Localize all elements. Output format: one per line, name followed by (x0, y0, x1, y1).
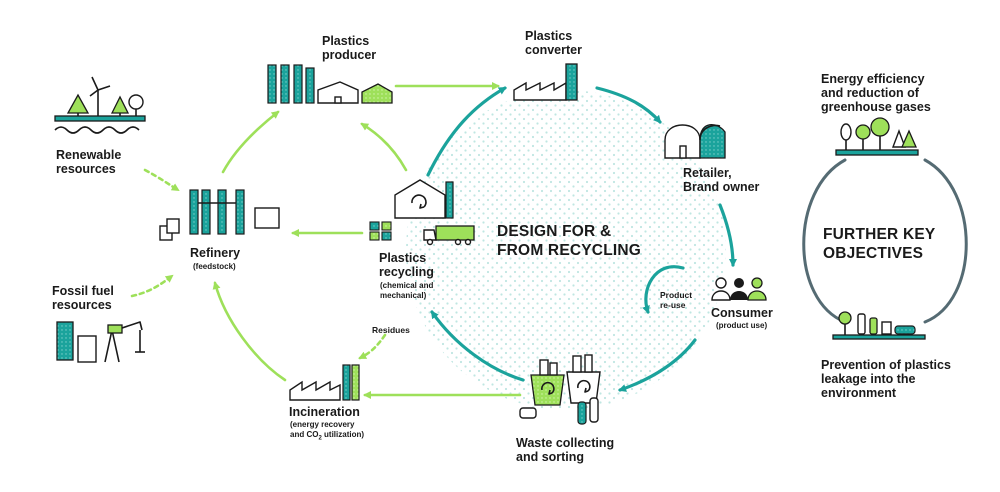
tree-icon (110, 95, 130, 116)
fossil-label-line1: Fossil fuel (52, 284, 114, 298)
person-icon (730, 278, 748, 300)
recycle-icon (577, 379, 591, 393)
refinery-icon (159, 189, 280, 241)
producer-label-line1: Plastics (322, 34, 370, 48)
bottle-icon (894, 325, 916, 335)
product-reuse-label: Product re-use (660, 290, 692, 310)
incineration-sub-line1: (energy recovery (290, 420, 355, 429)
renewable-landscape-icon (54, 76, 146, 134)
recycling-label-line1: Plastics (379, 251, 427, 265)
objective-bottom-line3: environment (821, 386, 897, 400)
incineration-sublabel: (energy recovery and CO2 utilization) (290, 420, 364, 444)
person-icon (711, 277, 731, 301)
objectives-title-line1: FURTHER KEY (823, 226, 936, 243)
center-dotted-circle (406, 90, 726, 410)
producer-label-line2: producer (322, 48, 377, 62)
plastics-producer-factory-icon (267, 64, 393, 104)
objective-top-line2: and reduction of (821, 86, 919, 100)
oil-pump-icon (56, 321, 145, 363)
recycling-sub-line1: (chemical and (380, 281, 434, 290)
recycling-sublabel: (chemical and mechanical) (380, 281, 433, 301)
bottle-icon (869, 317, 878, 335)
center-title: DESIGN FOR & FROM RECYCLING (497, 222, 641, 260)
tree-icon (128, 94, 144, 116)
tree-icon (891, 129, 907, 148)
waste-label-line1: Waste collecting (516, 436, 615, 450)
teal-cycle-arrows (426, 86, 737, 392)
objectives-bracket (802, 158, 968, 324)
residues-label: Residues (372, 325, 410, 335)
litter-icon (832, 311, 926, 340)
waste-label: Waste collecting and sorting (516, 436, 614, 464)
consumer-people-icon (711, 277, 767, 301)
objective-bottom-line1: Prevention of plastics (821, 358, 951, 372)
refinery-label: Refinery (190, 246, 241, 260)
recycle-icon (541, 381, 555, 395)
waste-bins-icon (519, 354, 601, 425)
converter-factory-icon (513, 63, 578, 101)
renewable-label: Renewable resources (56, 148, 121, 176)
bottle-icon (589, 397, 599, 423)
product-reuse-line2: re-use (660, 300, 686, 310)
retailer-label-line1: Retailer, (683, 166, 732, 180)
producer-label: Plastics producer (322, 34, 376, 62)
tree-icon (840, 123, 852, 150)
objective-bottom-label: Prevention of plastics leakage into the … (821, 358, 951, 400)
objective-top-line1: Energy efficiency (821, 72, 925, 86)
recycle-icon (411, 194, 427, 209)
objectives-title-line2: OBJECTIVES (823, 245, 924, 262)
converter-label-line2: converter (525, 43, 582, 57)
recycling-plant-icon (369, 179, 475, 246)
tree-icon (855, 124, 871, 150)
consumer-sublabel: (product use) (716, 321, 768, 330)
fossil-label-line2: resources (52, 298, 112, 312)
renewable-label-line1: Renewable (56, 148, 122, 162)
green-flow-arrows (130, 82, 522, 399)
bottle-icon (577, 401, 587, 425)
center-title-line1: DESIGN FOR & (497, 223, 612, 240)
tree-icon (838, 311, 852, 335)
objectives-title: FURTHER KEY OBJECTIVES (823, 225, 935, 263)
tree-icon (66, 93, 90, 116)
incineration-sub-line2: and CO2 utilization) (290, 430, 365, 442)
bottle-icon (857, 313, 866, 335)
wind-turbine-icon (89, 76, 111, 116)
product-reuse-line1: Product (660, 290, 693, 300)
bottle-icon (519, 407, 537, 419)
person-icon (747, 277, 767, 301)
refinery-sublabel: (feedstock) (193, 262, 236, 271)
objective-bottom-line2: leakage into the (821, 372, 916, 386)
retailer-label-line2: Brand owner (683, 180, 760, 194)
retailer-label: Retailer, Brand owner (683, 166, 759, 194)
recycling-label: Plastics recycling (379, 251, 434, 279)
incineration-label: Incineration (289, 405, 360, 419)
objective-top-label: Energy efficiency and reduction of green… (821, 72, 931, 114)
trees-icon (835, 117, 919, 156)
incineration-factory-icon (289, 364, 360, 401)
waste-label-line2: and sorting (516, 450, 585, 464)
objective-top-line3: greenhouse gases (821, 100, 931, 114)
truck-icon (423, 225, 475, 246)
consumer-label: Consumer (711, 306, 773, 320)
converter-label-line1: Plastics (525, 29, 573, 43)
renewable-label-line2: resources (56, 162, 116, 176)
tree-icon (901, 129, 917, 148)
bottle-icon (881, 321, 892, 335)
center-title-line2: FROM RECYCLING (497, 242, 642, 259)
fossil-label: Fossil fuel resources (52, 284, 114, 312)
recycling-sub-line2: mechanical) (380, 291, 427, 300)
recycling-label-line2: recycling (379, 265, 434, 279)
warehouse-icon (664, 124, 726, 159)
tree-icon (870, 117, 890, 150)
converter-label: Plastics converter (525, 29, 582, 57)
